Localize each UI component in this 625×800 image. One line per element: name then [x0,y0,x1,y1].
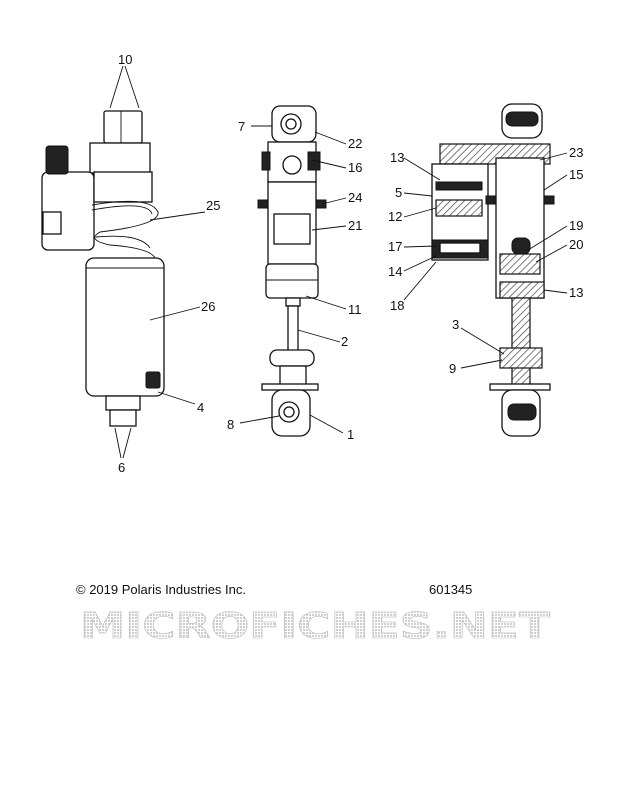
callout-20: 20 [569,237,583,252]
shock-assembly-middle [239,105,347,437]
callout-16: 16 [348,160,362,175]
callout-1: 1 [347,427,354,442]
callout-25: 25 [206,198,220,213]
callout-14: 14 [388,264,402,279]
callout-17: 17 [388,239,402,254]
callout-10: 10 [118,52,132,67]
part-number: 601345 [429,582,473,597]
callout-2: 2 [341,334,348,349]
callout-11: 11 [348,302,362,317]
callout-22: 22 [348,136,362,151]
callout-18: 18 [390,298,404,313]
callout-21: 21 [348,218,362,233]
callout-5: 5 [395,185,402,200]
callout-12: 12 [388,209,402,224]
callout-6: 6 [118,460,125,475]
callout-13-upper: 13 [390,150,404,165]
copyright-text: © 2019 Polaris Industries Inc. [76,582,246,597]
watermark-text: MICROFICHES.NET [80,608,551,644]
watermark: MICROFICHES.NET [80,608,551,644]
shock-assembly-section [403,103,568,437]
callout-19: 19 [569,218,583,233]
callout-4: 4 [197,400,204,415]
callout-26: 26 [201,299,215,314]
callout-labels: 10 25 26 4 6 7 22 16 24 21 11 2 8 1 13 5… [118,52,583,475]
callout-3: 3 [452,317,459,332]
callout-13-lower: 13 [569,285,583,300]
callout-7: 7 [238,119,245,134]
callout-23: 23 [569,145,583,160]
callout-8: 8 [227,417,234,432]
callout-9: 9 [449,361,456,376]
callout-15: 15 [569,167,583,182]
callout-24: 24 [348,190,362,205]
shock-assembly-left [41,65,206,459]
